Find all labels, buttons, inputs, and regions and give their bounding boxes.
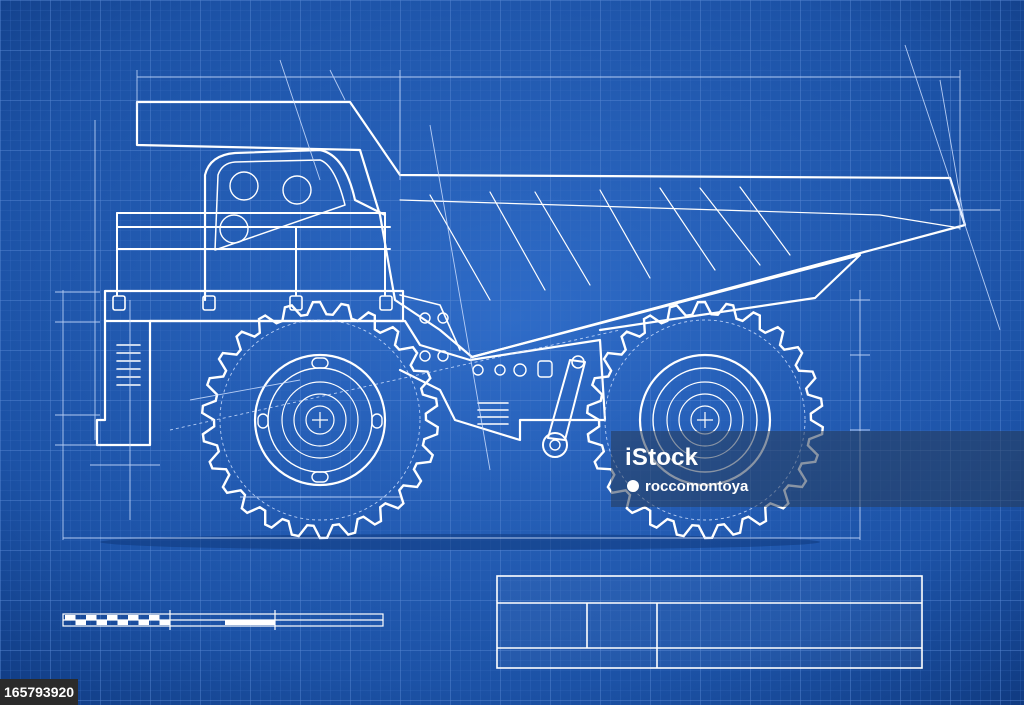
cab-window bbox=[214, 159, 346, 251]
cab-dial-3 bbox=[219, 214, 249, 244]
side-vent bbox=[477, 402, 509, 425]
cab bbox=[203, 148, 387, 302]
front-block bbox=[95, 319, 152, 447]
watermark-overlay: iStock roccomontoya bbox=[611, 431, 1024, 507]
scale-bar-checker bbox=[65, 615, 275, 625]
chassis-bolts bbox=[419, 312, 553, 378]
railing bbox=[116, 212, 391, 296]
watermark-brand-text: iStock bbox=[625, 443, 699, 471]
credit-user-icon bbox=[627, 480, 639, 492]
cylinder-base-inner bbox=[549, 439, 561, 451]
image-id-text: 165793920 bbox=[4, 684, 75, 700]
scale-bar-segment bbox=[138, 620, 149, 625]
scale-bar-segment bbox=[75, 620, 86, 625]
cylinder-base bbox=[542, 432, 568, 458]
dump-bed-lower bbox=[470, 253, 862, 359]
scale-bar-segment bbox=[96, 620, 107, 625]
watermark-logo: iStock roccomontoya bbox=[625, 444, 748, 495]
chassis-front bbox=[399, 294, 461, 351]
dump-ribs bbox=[429, 186, 791, 301]
cab-dial-1 bbox=[229, 171, 259, 201]
front-wheel bbox=[200, 300, 440, 540]
scale-bar-segment bbox=[117, 620, 128, 625]
image-id-label: 165793920 bbox=[0, 679, 79, 705]
scale-bar-segment bbox=[149, 615, 160, 620]
scale-bar-segment bbox=[159, 620, 170, 625]
cylinder-top bbox=[571, 355, 585, 369]
scale-bar-segment bbox=[86, 615, 97, 620]
dump-inner bbox=[399, 199, 961, 229]
title-block bbox=[496, 575, 923, 669]
scale-bar-segment bbox=[225, 620, 275, 625]
scale-bar-segment bbox=[107, 615, 118, 620]
grille bbox=[116, 344, 141, 386]
scale-bar-segment bbox=[65, 615, 76, 620]
watermark-credit: roccomontoya bbox=[625, 478, 748, 495]
scale-bar-segment bbox=[128, 615, 139, 620]
dump-bed bbox=[135, 100, 967, 359]
watermark-brand: iStock bbox=[625, 444, 748, 472]
dimension-lines bbox=[55, 44, 1001, 540]
watermark-credit-text: roccomontoya bbox=[645, 477, 749, 495]
truck-drawing bbox=[95, 100, 967, 458]
front-tire-tread bbox=[200, 300, 440, 540]
cab-dial-2 bbox=[282, 175, 312, 205]
rear-tire-tread bbox=[585, 300, 825, 540]
